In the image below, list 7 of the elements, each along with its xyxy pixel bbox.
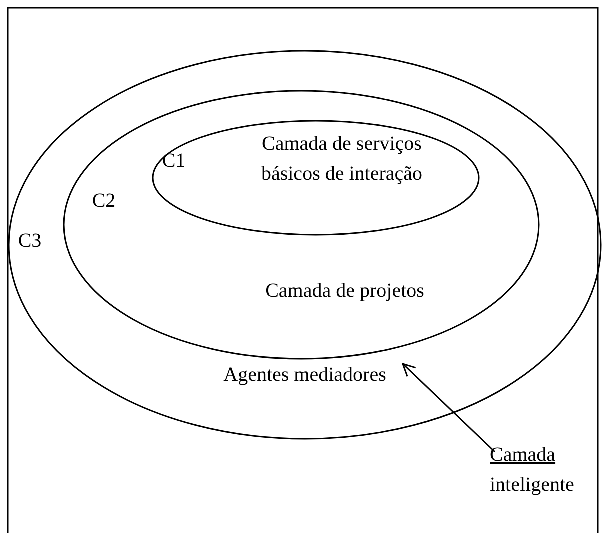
layer-label: Agentes mediadores bbox=[222, 363, 388, 388]
layer-label: Camada de serviços básicos de interação bbox=[260, 132, 424, 187]
arrow bbox=[402, 363, 496, 453]
layer-label: Camada de projetos bbox=[264, 279, 426, 304]
layer-label: Camada inteligente bbox=[490, 443, 576, 498]
region-label: C2 bbox=[91, 189, 117, 214]
region-label: C3 bbox=[17, 229, 43, 254]
